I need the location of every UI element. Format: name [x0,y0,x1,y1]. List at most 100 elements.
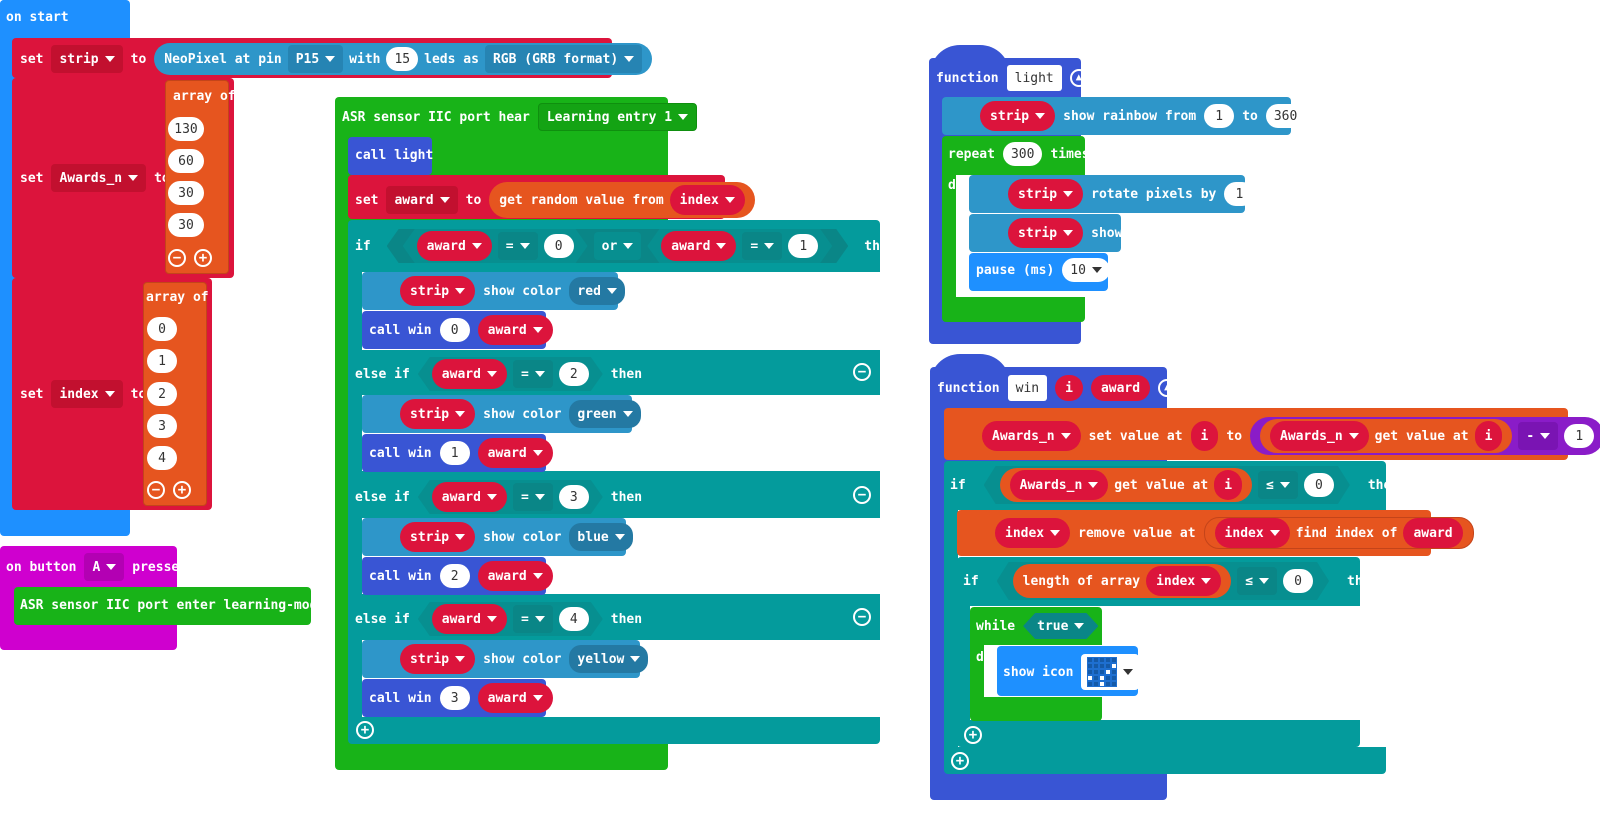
var-index-pill[interactable]: index [669,185,745,215]
var-i-pill[interactable]: i [1190,421,1219,451]
compare[interactable]: award = 3 [418,480,603,514]
pin-dropdown[interactable]: P15 [287,45,344,73]
number-input[interactable]: 0 [544,234,574,258]
get-value-block[interactable]: Awards_n get value at i [1000,468,1252,502]
icon-picker[interactable] [1081,654,1140,690]
number-input[interactable]: 4 [559,607,589,631]
number-input[interactable]: 2 [559,362,589,386]
mode-dropdown[interactable]: RGB (GRB format) [484,45,643,73]
array-item[interactable]: 60 [168,149,204,173]
var-award-pill[interactable]: award [417,231,492,261]
number-input[interactable]: 0 [1283,569,1313,593]
awards-array-block[interactable] [165,80,229,274]
plus-icon[interactable]: + [964,726,982,744]
var-dropdown-strip[interactable]: strip [51,45,123,73]
var-strip-pill[interactable]: strip [1008,218,1084,248]
array-item[interactable]: 2 [147,382,177,406]
var-index-pill[interactable]: index [1146,566,1221,596]
number-input[interactable]: 2 [439,564,470,588]
compare-1[interactable]: award = 0 [403,229,588,263]
var-award-pill[interactable]: award [477,315,553,345]
leds-count-input[interactable]: 15 [386,47,419,71]
number-input[interactable]: 300 [1002,142,1043,166]
var-award-pill[interactable]: award [432,359,507,389]
plus-icon[interactable]: + [194,249,212,267]
op-dropdown[interactable]: = [498,232,538,260]
button-dropdown[interactable]: A [84,553,125,581]
var-strip-pill[interactable]: strip [400,644,476,674]
op-dropdown[interactable]: ≤ [1237,567,1277,595]
math-minus-block[interactable]: Awards_n get value at i - 1 [1250,417,1600,455]
array-item[interactable]: 130 [168,117,204,141]
var-award-pill[interactable]: award [1403,518,1463,548]
var-i-pill[interactable]: i [1474,421,1503,451]
var-strip-pill[interactable]: strip [980,101,1056,131]
param-award[interactable]: award [1090,375,1151,401]
op-dropdown[interactable]: - [1518,422,1559,450]
var-index-pill[interactable]: index [995,518,1071,548]
color-dropdown[interactable]: blue [569,523,633,551]
var-dropdown-awards[interactable]: Awards_n [51,164,147,192]
param-i[interactable]: i [1055,375,1083,401]
op-dropdown[interactable]: = [513,605,553,633]
number-input[interactable]: 1 [1564,424,1595,448]
compare[interactable]: award = 2 [418,357,603,391]
var-index-pill[interactable]: index [1214,518,1290,548]
minus-icon[interactable]: − [168,249,186,267]
number-input[interactable]: 0 [439,318,470,342]
or-dropdown[interactable]: or [594,232,642,260]
plus-icon[interactable]: + [951,752,969,770]
call-light-block[interactable] [348,137,432,175]
var-award-pill[interactable]: award [477,561,553,591]
color-dropdown[interactable]: green [569,400,641,428]
var-i-pill[interactable]: i [1214,470,1242,500]
color-dropdown[interactable]: yellow [569,645,649,673]
function-name-field[interactable]: win [1007,375,1048,401]
var-strip-pill[interactable]: strip [1008,179,1084,209]
op-dropdown[interactable]: = [513,360,553,388]
color-dropdown[interactable]: red [569,277,625,305]
plus-icon[interactable]: + [173,481,191,499]
length-block[interactable]: length of array index [1013,564,1232,598]
compare[interactable]: award = 4 [418,602,603,636]
var-awards-pill[interactable]: Awards_n [982,421,1081,451]
minus-icon[interactable]: − [853,486,871,504]
chevron-up-icon[interactable]: ▲ [1069,69,1088,87]
op-dropdown[interactable]: = [742,232,782,260]
number-input[interactable]: 1 [1224,182,1255,206]
var-awards-pill[interactable]: Awards_n [1010,470,1109,500]
var-award-pill[interactable]: award [661,231,736,261]
compare-2[interactable]: award = 1 [647,229,832,263]
entry-dropdown[interactable]: Learning entry 1 [537,103,698,131]
minus-icon[interactable]: − [147,481,165,499]
var-award-pill[interactable]: award [477,683,553,713]
var-award-pill[interactable]: award [432,482,507,512]
pause-dropdown[interactable]: 10 [1062,258,1110,282]
plus-icon[interactable]: + [356,721,374,739]
find-index-block[interactable]: index find index of award [1203,517,1474,549]
var-awards-pill[interactable]: Awards_n [1270,421,1369,451]
compare[interactable]: Awards_n get value at i ≤ 0 [984,466,1350,504]
function-name-field[interactable]: light [1006,65,1062,91]
array-item[interactable]: 0 [147,317,177,341]
minus-icon[interactable]: − [853,608,871,626]
number-input[interactable]: 1 [1204,104,1235,128]
var-award-pill[interactable]: award [477,438,553,468]
minus-icon[interactable]: − [853,363,871,381]
random-value-block[interactable]: get random value from index [489,182,755,218]
array-item[interactable]: 4 [147,446,177,470]
array-item[interactable]: 3 [147,414,177,438]
neopixel-block[interactable]: NeoPixel at pin P15 with 15 leds as RGB … [154,43,653,75]
op-dropdown[interactable]: = [513,483,553,511]
number-input[interactable]: 1 [788,234,818,258]
array-item[interactable]: 30 [168,213,204,237]
compare[interactable]: length of array index ≤ 0 [997,562,1329,600]
var-strip-pill[interactable]: strip [400,276,476,306]
var-award-pill[interactable]: award [432,604,507,634]
number-input[interactable]: 360 [1265,104,1306,128]
op-dropdown[interactable]: ≤ [1258,471,1298,499]
array-item[interactable]: 30 [168,181,204,205]
true-dropdown[interactable]: true [1023,613,1098,639]
number-input[interactable]: 3 [559,485,589,509]
get-value-block[interactable]: Awards_n get value at i [1260,419,1513,453]
